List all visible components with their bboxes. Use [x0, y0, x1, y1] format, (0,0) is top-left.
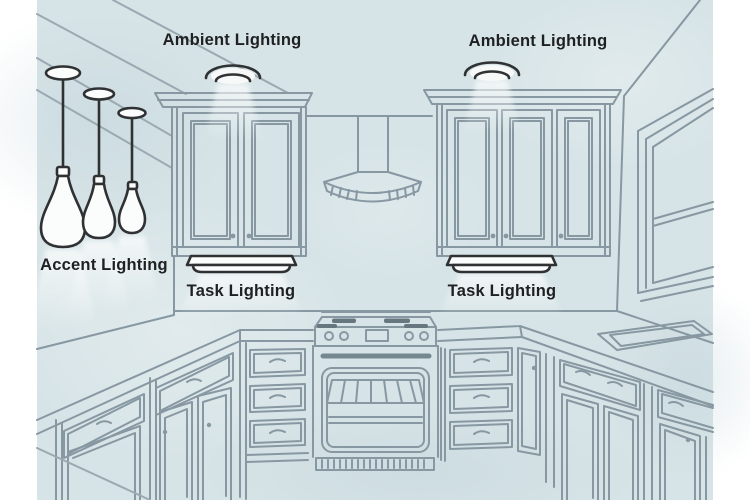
- pendant-light-1: [39, 65, 87, 249]
- cooktop: [597, 320, 713, 351]
- base-cabinets-right: [440, 347, 714, 500]
- pendant-lights: [39, 65, 147, 249]
- pendant-light-2: [81, 87, 117, 240]
- under-cabinet-light-right: [445, 254, 558, 274]
- label-task-lighting-left: Task Lighting: [186, 282, 296, 300]
- base-cabinets-left: [36, 340, 309, 500]
- recessed-light-right: [463, 61, 521, 81]
- label-task-lighting-right: Task Lighting: [447, 282, 557, 300]
- label-ambient-lighting-right: Ambient Lighting: [468, 32, 608, 50]
- stove: [312, 311, 439, 471]
- countertops: [36, 325, 714, 435]
- light-glows: [28, 80, 564, 332]
- pendant-light-3: [117, 106, 147, 235]
- recessed-light-left: [204, 64, 262, 84]
- label-accent-lighting: Accent Lighting: [40, 256, 168, 274]
- under-cabinet-light-left: [185, 254, 298, 274]
- range-hood: [323, 115, 422, 203]
- label-ambient-lighting-left: Ambient Lighting: [162, 31, 302, 49]
- window: [637, 88, 714, 302]
